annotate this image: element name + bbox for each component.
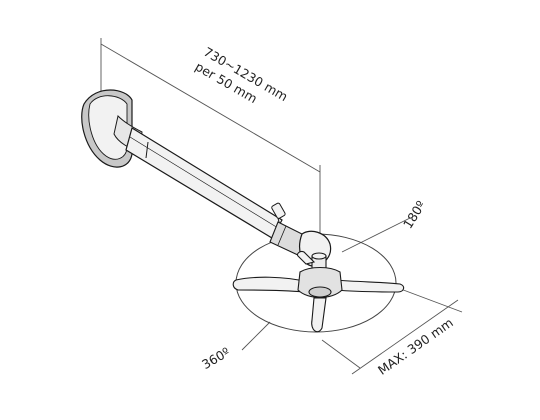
adapter-arm-right xyxy=(335,279,405,293)
ceiling-plate xyxy=(81,89,143,168)
adapter-arm-front xyxy=(311,297,327,333)
adapter-hub-base xyxy=(308,286,332,298)
length-labels: 730~1230 mm per 50 mm xyxy=(193,44,291,106)
span-extension-top xyxy=(397,287,463,313)
rotation-angle-label: 360º xyxy=(199,344,232,372)
rotation-guide-line xyxy=(241,321,271,351)
tilt-guide-line xyxy=(341,217,411,253)
adapter-arm-left xyxy=(232,276,309,293)
adapter-arm-back xyxy=(296,250,316,265)
tilt-angle-label: 180º xyxy=(400,198,429,231)
projector-adapter xyxy=(232,250,405,333)
span-dimension-line xyxy=(351,299,459,375)
span-dimension xyxy=(321,287,463,375)
rotation-guides xyxy=(241,217,411,351)
adapter-hub xyxy=(297,266,343,299)
length-dimension xyxy=(100,38,321,240)
max-span-label: MAX: 390 mm xyxy=(375,315,456,378)
extension-arm xyxy=(125,127,283,239)
span-extension-bottom xyxy=(321,339,361,369)
length-dimension-line xyxy=(100,43,321,173)
